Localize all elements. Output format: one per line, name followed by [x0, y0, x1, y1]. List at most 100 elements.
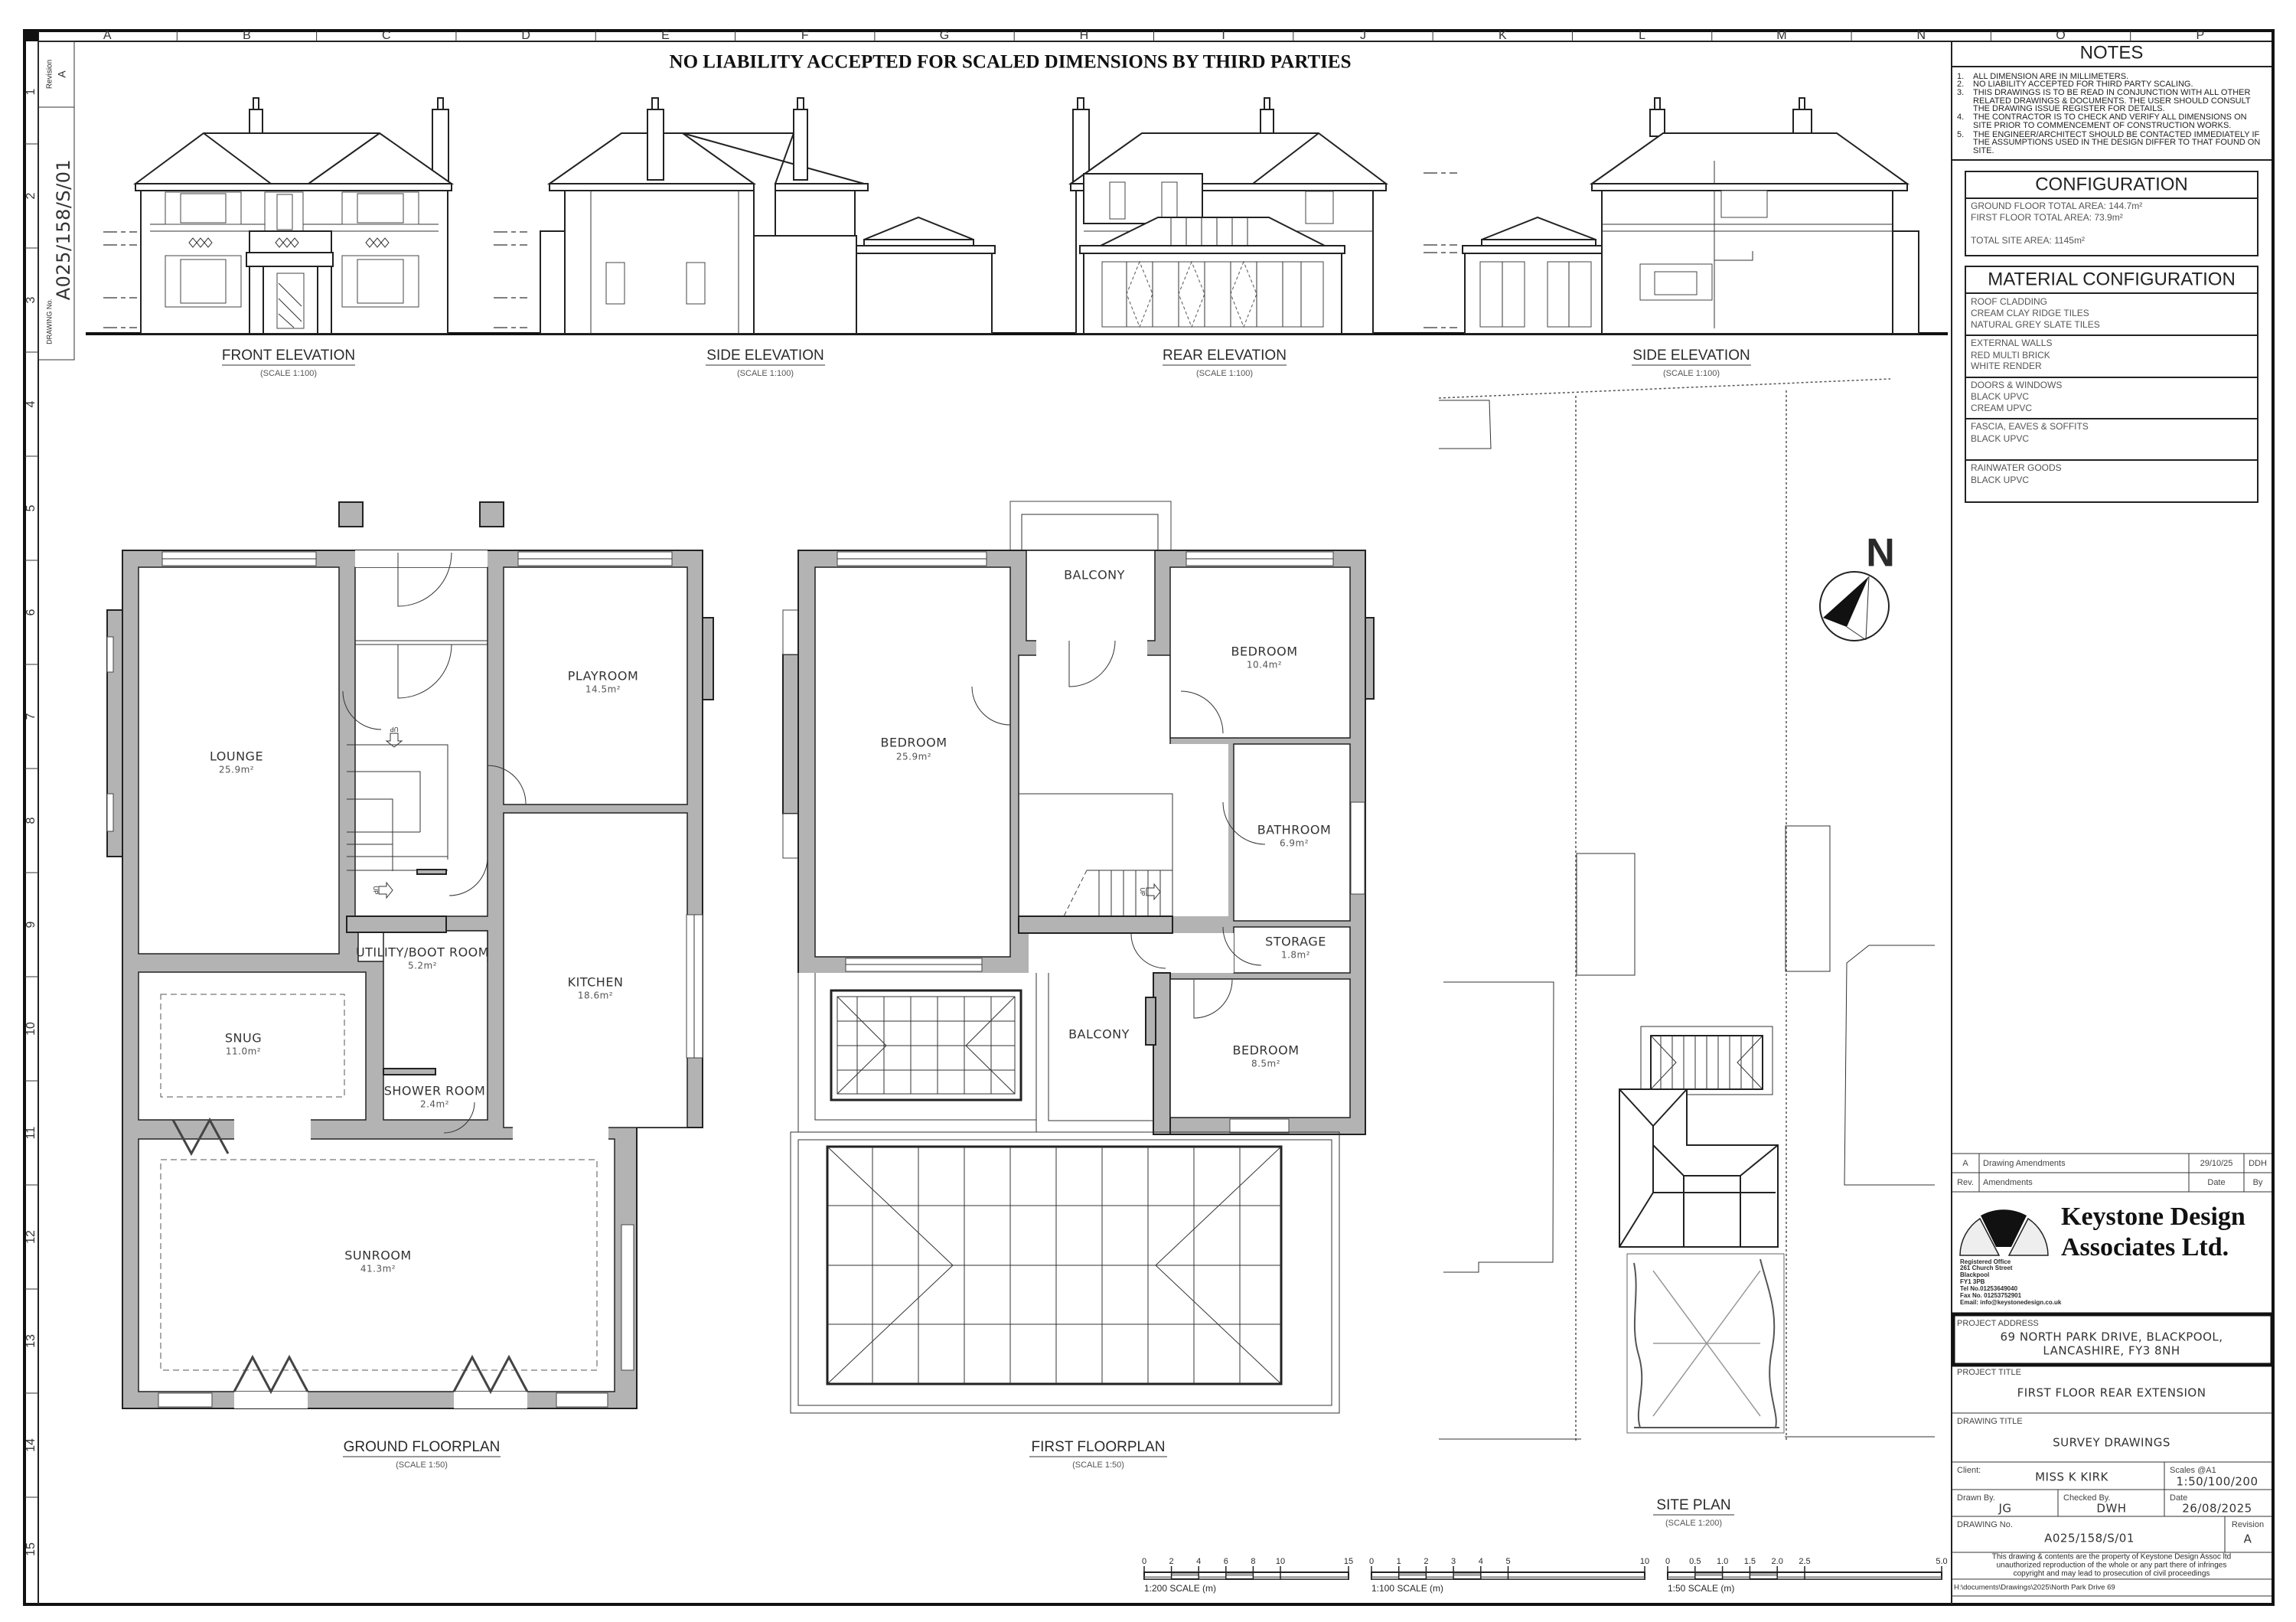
configuration-title: CONFIGURATION	[2035, 174, 2188, 194]
material-line: FASCIA, EAVES & SOFFITS	[1971, 421, 2089, 432]
rear-elevation-title: REAR ELEVATION	[1163, 348, 1287, 364]
scale-bar-tick-label: 0	[1142, 1557, 1146, 1566]
side-drawing-no: A025/158/S/01	[53, 159, 74, 301]
scale-bar-segment	[1253, 1576, 1280, 1579]
drawing-title-label: DRAWING TITLE	[1957, 1417, 2023, 1426]
note-text: THE DRAWING ISSUE REGISTER FOR DETAILS.	[1973, 104, 2165, 113]
side-drawing-no-label: DRAWING No.	[45, 299, 53, 344]
material-line: BLACK UPVC	[1971, 475, 2029, 485]
room-label: BEDROOM	[880, 736, 947, 750]
north-arrow: N	[1819, 531, 1895, 641]
site-plan: N SITE PLAN (SCALE 1:200)	[1438, 378, 1935, 1528]
scale-bar-segment	[1398, 1573, 1427, 1576]
side-revision-label: Revision	[46, 60, 54, 89]
project-address-line: 69 NORTH PARK DRIVE, BLACKPOOL,	[2000, 1330, 2223, 1344]
material-line: ROOF CLADDING	[1971, 296, 2047, 307]
drawing-no-value: A025/158/S/01	[2044, 1532, 2135, 1545]
amendment-description: Drawing Amendments	[1983, 1159, 2066, 1168]
company-name-line1: Keystone Design	[2061, 1203, 2245, 1231]
scale-bar-tick-label: 2	[1169, 1557, 1174, 1566]
first-floorplan-title: FIRST FLOORPLAN	[1032, 1439, 1166, 1455]
room-lounge	[138, 566, 340, 955]
drawn-by-label: Drawn By.	[1957, 1493, 1995, 1503]
checked-by-value: DWH	[2096, 1502, 2126, 1516]
config-line: FIRST FLOOR TOTAL AREA: 73.9m²	[1971, 212, 2123, 223]
project-address-line: LANCASHIRE, FY3 8NH	[2043, 1344, 2180, 1358]
note-number: 4.	[1957, 113, 1964, 122]
side-revision-value: A	[56, 70, 68, 78]
sunroom-roof-lantern	[790, 1131, 1340, 1414]
front-elevation-title: FRONT ELEVATION	[222, 348, 355, 364]
room-area: 11.0m²	[226, 1046, 261, 1057]
header-by: By	[2253, 1178, 2263, 1187]
disclaimer-heading: NO LIABILITY ACCEPTED FOR SCALED DIMENSI…	[670, 52, 1352, 73]
checked-by-label: Checked By.	[2063, 1493, 2111, 1503]
room-area: 8.5m²	[1251, 1059, 1280, 1069]
room-bedroom-2	[1169, 566, 1351, 739]
scale-bar-segment	[1722, 1576, 1750, 1579]
office-line: Email: info@keystonedesign.co.uk	[1960, 1299, 2062, 1306]
grid-row-number: 13	[24, 1334, 38, 1348]
scale-bar-tick-label: 10	[1276, 1557, 1285, 1566]
scale-bar-tick-label: 5	[1505, 1557, 1510, 1566]
room-area: 10.4m²	[1247, 660, 1282, 671]
scale-bar-segment	[1171, 1573, 1199, 1576]
note-text: ALL DIMENSION ARE IN MILLIMETERS.	[1973, 72, 2128, 81]
scale-bar-caption: 1:50 SCALE (m)	[1668, 1583, 1734, 1594]
material-line: NATURAL GREY SLATE TILES	[1971, 319, 2100, 330]
scale-bar-tick-label: 10	[1640, 1557, 1649, 1566]
note-text: THE ENGINEER/ARCHITECT SHOULD BE CONTACT…	[1973, 130, 2260, 139]
room-bedroom-3	[1169, 978, 1351, 1118]
site-plan-scale: (SCALE 1:200)	[1665, 1519, 1722, 1528]
material-line: CREAM CLAY RIDGE TILES	[1971, 308, 2089, 318]
side-elevation-1-title: SIDE ELEVATION	[706, 348, 823, 364]
scale-bar-tick-label: 0	[1369, 1557, 1374, 1566]
config-line: TOTAL SITE AREA: 1145m²	[1971, 235, 2085, 246]
grid-column-letter: E	[661, 29, 670, 42]
note-text: SITE.	[1973, 146, 1994, 155]
room-label: SHOWER ROOM	[384, 1084, 486, 1098]
grid-column-letter: M	[1776, 29, 1786, 42]
room-area: 5.2m²	[408, 961, 437, 971]
grid-column-letter: H	[1080, 29, 1089, 42]
scale-bar-caption: 1:100 SCALE (m)	[1371, 1583, 1443, 1594]
client-value: MISS K KIRK	[2035, 1470, 2108, 1484]
scale-bar-tick-label: 4	[1196, 1557, 1201, 1566]
front-elevation-scale: (SCALE 1:100)	[260, 369, 317, 378]
material-line: EXTERNAL WALLS	[1971, 338, 2052, 348]
office-line: Registered Office	[1960, 1258, 2011, 1265]
grid-column-letter: F	[801, 29, 809, 42]
room-area: 6.9m²	[1280, 838, 1309, 849]
copyright-line: This drawing & contents are the property…	[1992, 1553, 2231, 1562]
grid-row-number: 14	[24, 1438, 38, 1452]
side-elevation-1-scale: (SCALE 1:100)	[737, 369, 794, 378]
note-text: SITE PRIOR TO COMMENCEMENT OF CONSTRUCTI…	[1973, 121, 2231, 130]
rear-elevation-drawing	[1068, 97, 1388, 335]
level-markers	[103, 172, 1457, 328]
config-line: GROUND FLOOR TOTAL AREA: 144.7m²	[1971, 201, 2142, 211]
office-line: Fax No. 01253752901	[1960, 1292, 2022, 1299]
scale-bar-segment	[1805, 1576, 1942, 1579]
company-office-details: Registered Office 261 Church Street Blac…	[1960, 1258, 2062, 1306]
room-bathroom	[1233, 743, 1351, 922]
amendment-row: A Drawing Amendments 29/10/25 DDH	[1962, 1159, 2267, 1168]
grid-column-letter: A	[103, 29, 112, 42]
date-label: Date	[2170, 1493, 2187, 1503]
first-floorplan-scale: (SCALE 1:50)	[1072, 1460, 1124, 1470]
scale-bar-segment	[1777, 1576, 1805, 1579]
scale-bar-tick-label: 1.5	[1744, 1557, 1756, 1566]
grid-row-number: 10	[24, 1022, 38, 1036]
elevation-labels: FRONT ELEVATION (SCALE 1:100) SIDE ELEVA…	[222, 348, 1751, 378]
copyright-line: unauthorized reproduction of the whole o…	[1997, 1562, 2227, 1570]
room-label: LOUNGE	[210, 749, 263, 764]
header-amendments: Amendments	[1983, 1178, 2033, 1187]
room-label: SNUG	[225, 1031, 262, 1046]
material-line: WHITE RENDER	[1971, 361, 2042, 371]
scale-bar-tick-label: 0	[1665, 1557, 1670, 1566]
scale-bar-segment	[1508, 1576, 1645, 1579]
